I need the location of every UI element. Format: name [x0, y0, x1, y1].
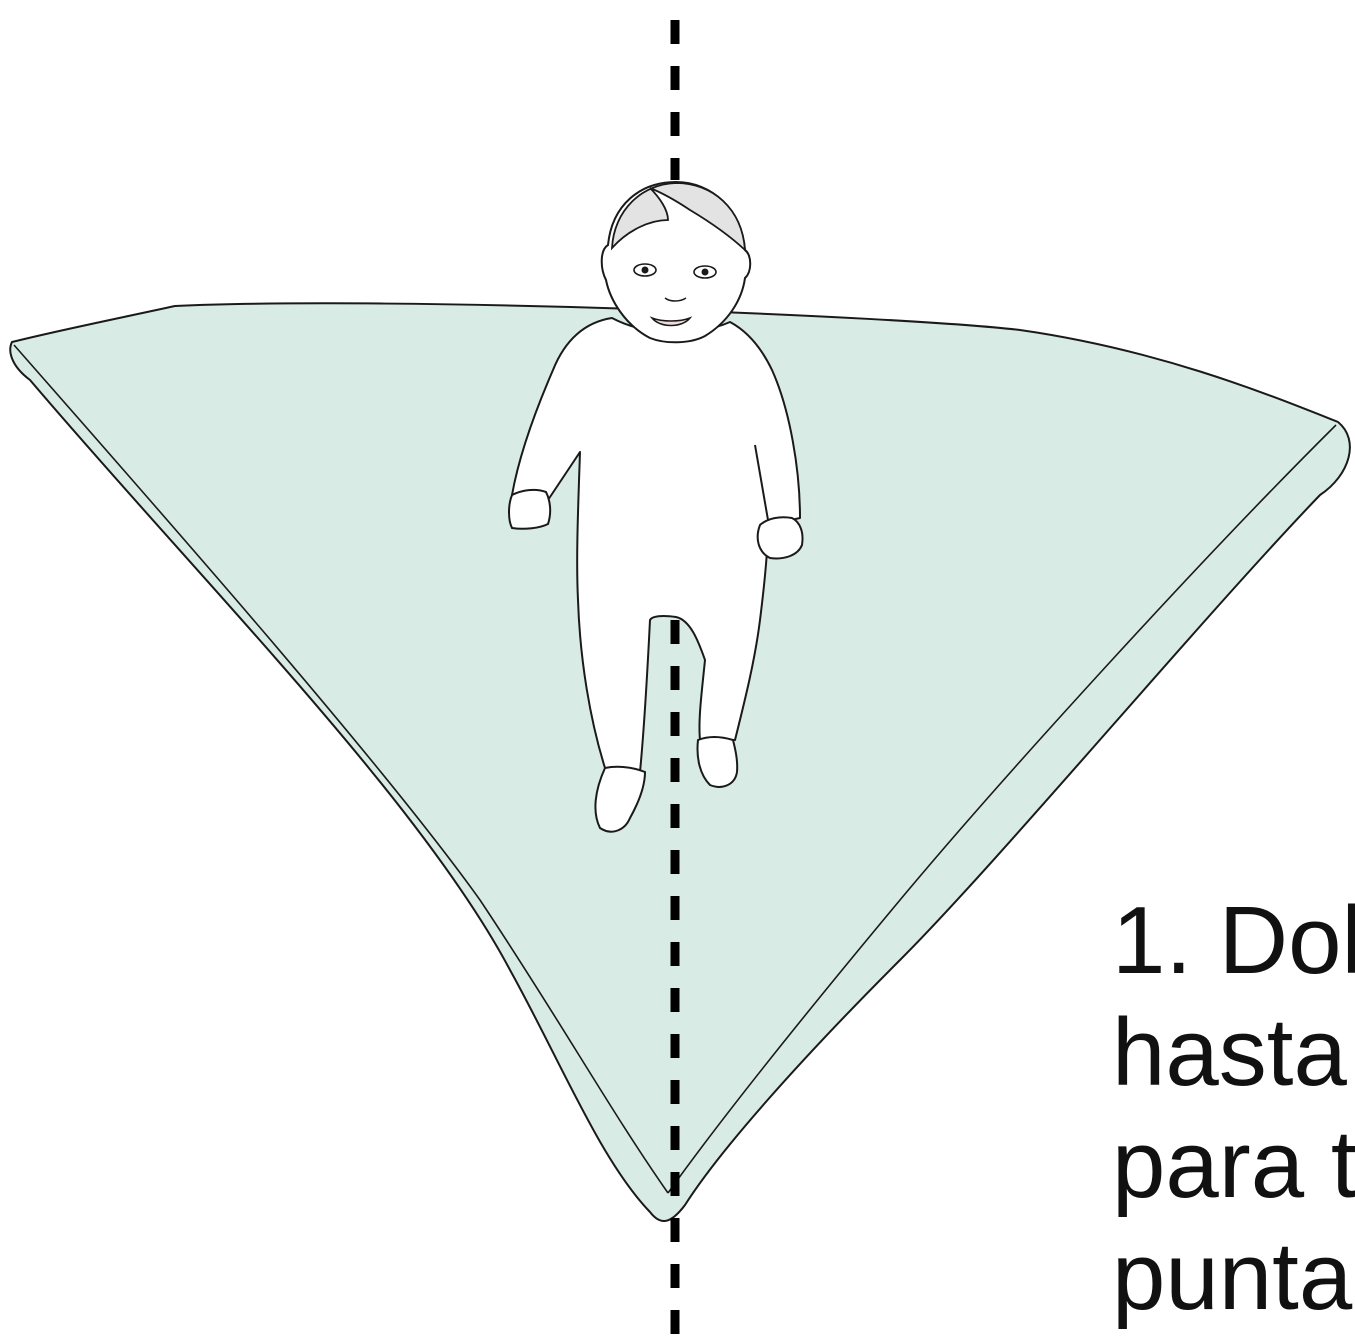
baby-left-hand: [508, 488, 552, 530]
baby-left-foot: [594, 765, 647, 833]
step-instruction-line-1: 1. Dol: [1112, 887, 1355, 994]
baby-right-foot: [696, 736, 739, 788]
baby-right-pupil: [701, 268, 709, 276]
baby-right-arm-line: [754, 444, 769, 521]
step-instruction: 1. Dol hasta para t punta: [1112, 885, 1355, 1333]
baby-hair: [610, 182, 747, 253]
baby-mouth: [649, 316, 693, 327]
baby-icon: [508, 180, 804, 833]
baby-nose: [664, 297, 687, 302]
blanket-left-fold-edge: [13, 344, 669, 1194]
step-instruction-line-2: hasta: [1112, 999, 1347, 1106]
step-instruction-line-3: para t: [1112, 1111, 1355, 1218]
baby-sleepsuit: [511, 317, 801, 773]
baby-right-hand: [756, 516, 804, 560]
step-instruction-line-4: punta: [1112, 1223, 1353, 1330]
baby-left-pupil: [641, 266, 649, 274]
blanket-right-fold-edge: [667, 424, 1337, 1194]
